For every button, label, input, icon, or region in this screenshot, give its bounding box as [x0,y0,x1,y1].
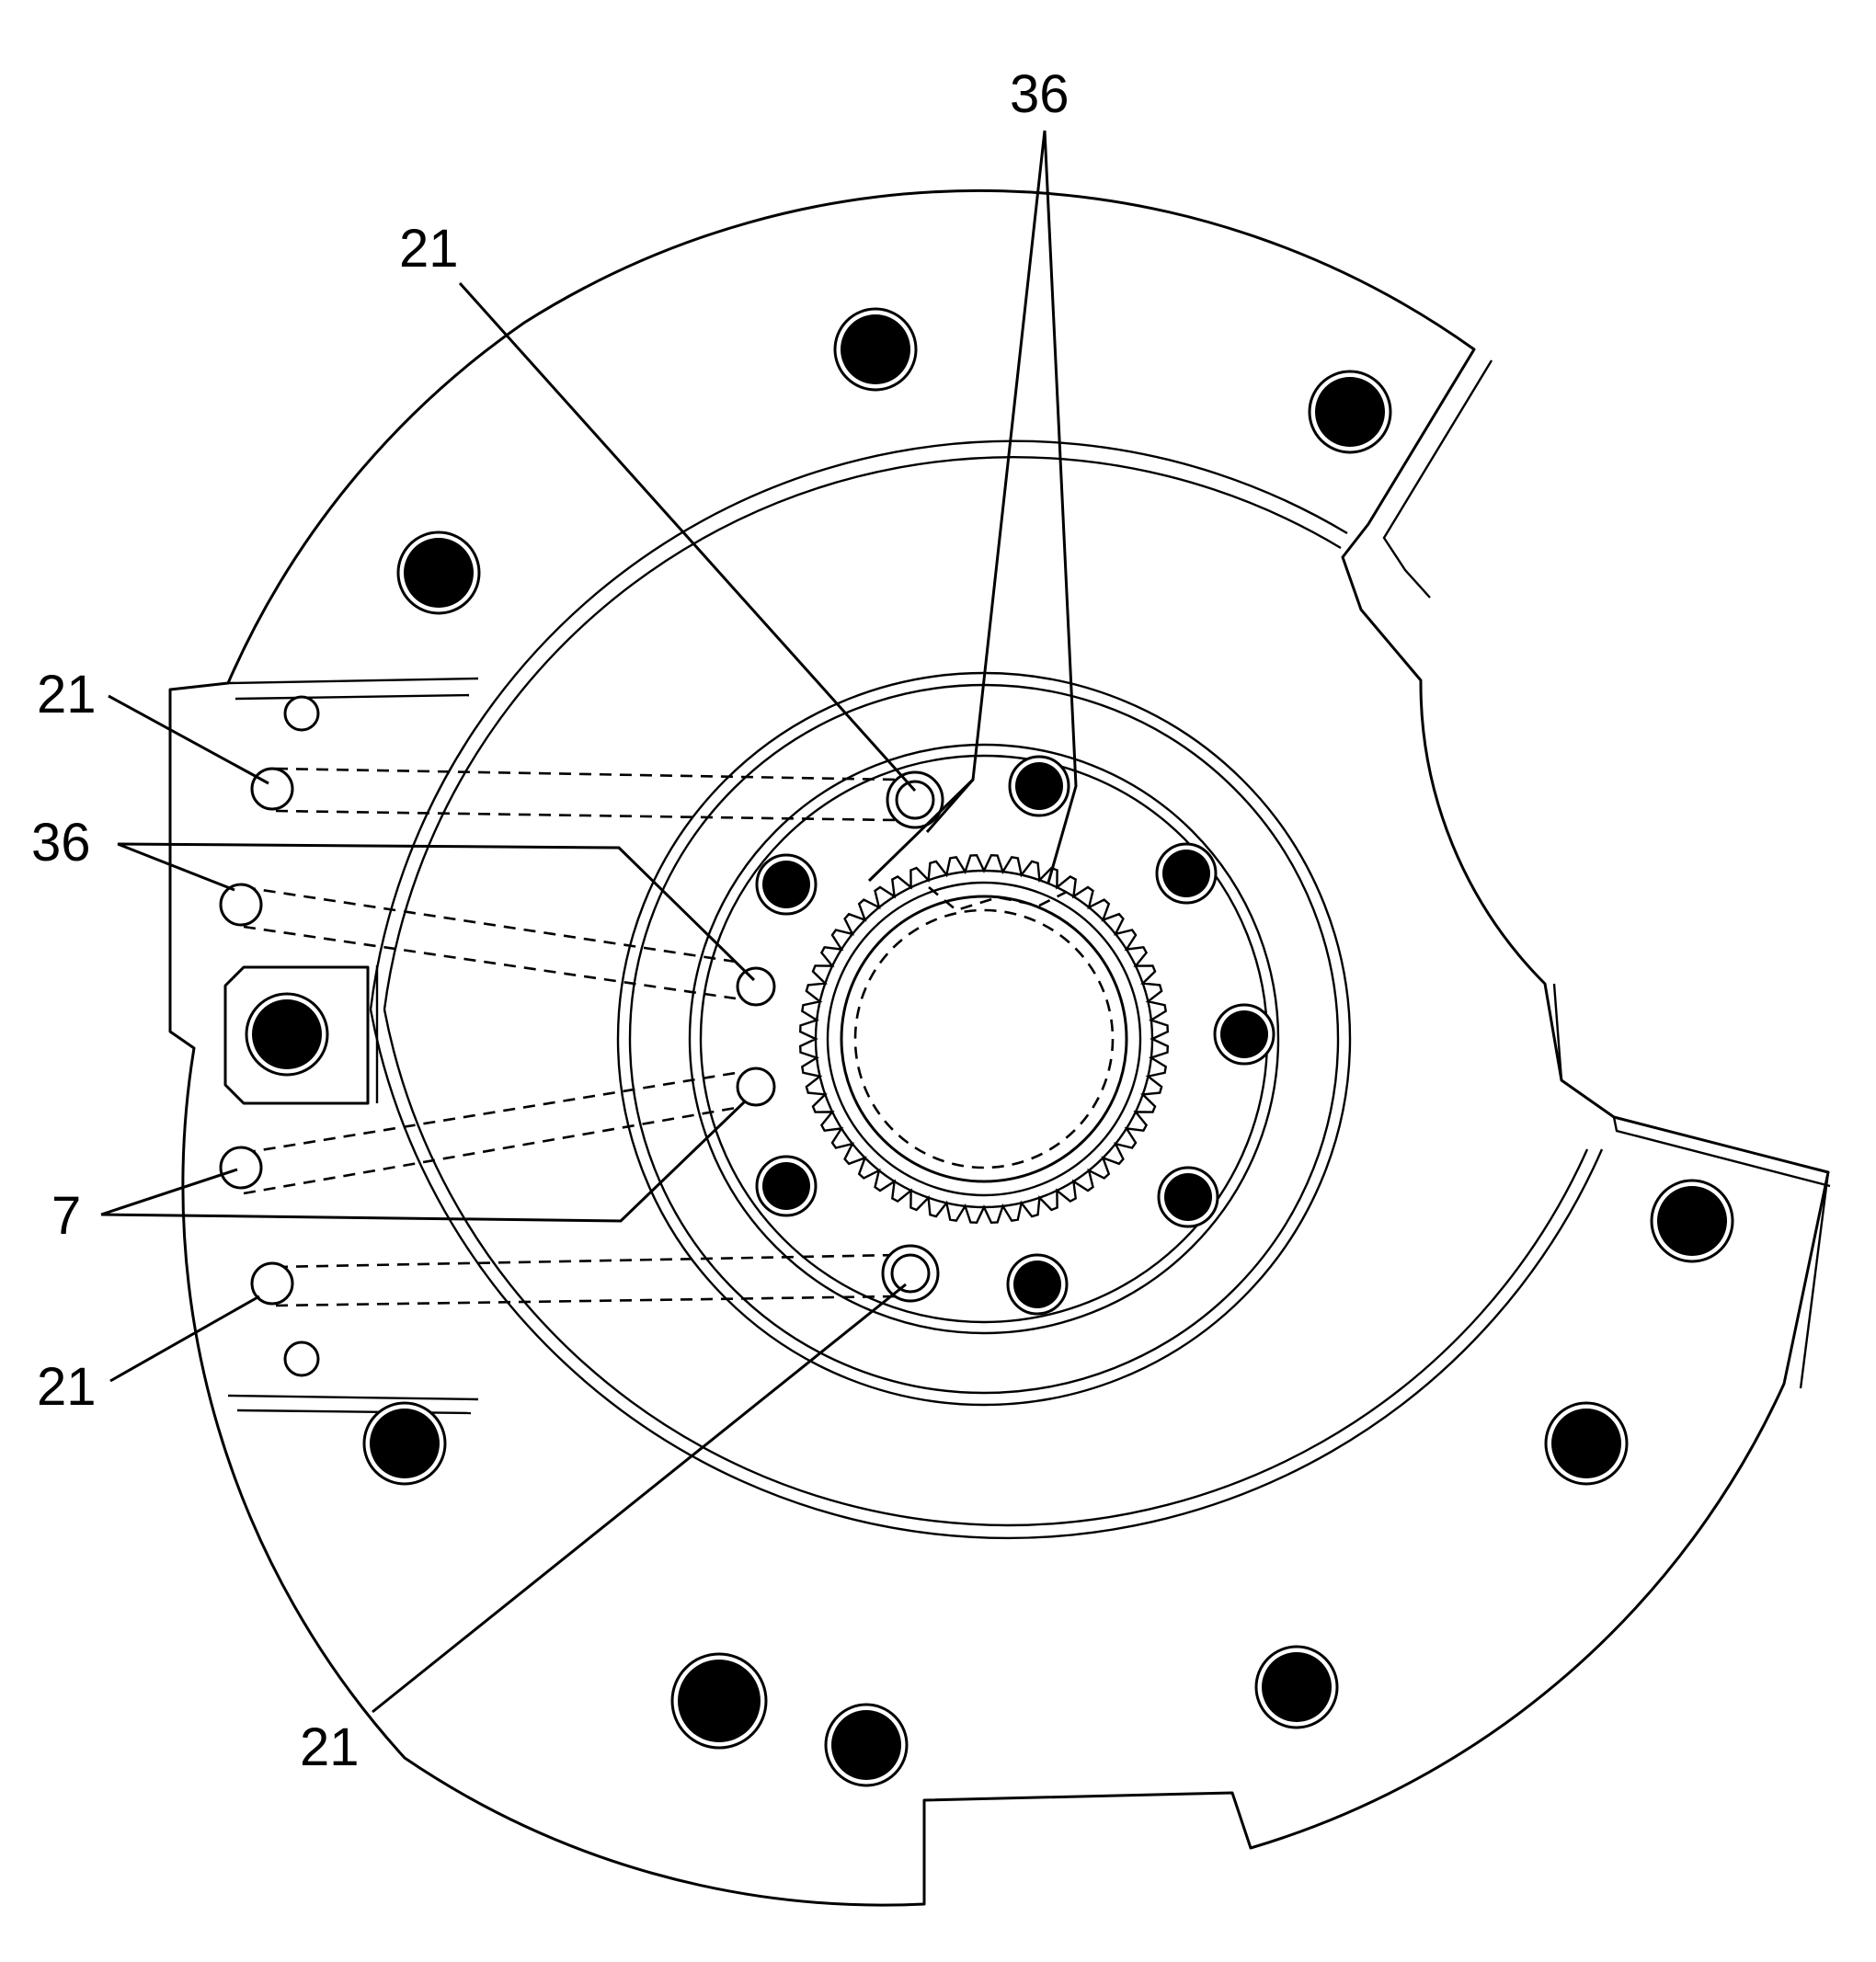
bolt-hole [678,1660,761,1742]
bolt-hole [1657,1186,1727,1256]
bolt-hole [1551,1409,1621,1478]
leader-36-left-a [117,842,756,982]
bolt-hole [1013,1260,1061,1308]
callout-21-left-upper: 21 [37,665,97,724]
internal-passages [243,767,1068,1307]
bolt-hole [831,1710,901,1780]
bolt-hole [404,538,474,608]
gear-teeth [798,853,1170,1225]
port-hole [283,1340,320,1377]
ports [219,695,944,1377]
bolt-hole [841,314,910,384]
port-hole [250,767,294,811]
inner-recess [369,439,1604,1540]
bolt-hole [762,1162,810,1210]
bolt-hole [1262,1652,1332,1722]
port-hole [283,695,320,732]
port-hole [250,1261,294,1306]
leader-7-left-a [100,1100,747,1223]
bolt-hole [762,861,810,908]
leader-36-top-c [867,778,975,883]
port-hole [736,1067,776,1107]
bolt-hole [1015,762,1063,810]
bolt-hole [1315,377,1385,447]
leader-lines [100,130,1078,1714]
callout-36-left: 36 [31,813,91,873]
leader-21-top [458,281,917,793]
bolt-hole [1164,1173,1212,1221]
callout-21-left-lower: 21 [37,1357,97,1417]
hub-port-inner [890,1253,931,1294]
bolt-hole [252,999,322,1069]
port-hole [219,883,263,927]
callout-21-top: 21 [399,219,459,279]
port-hole [219,1146,263,1190]
leader-36-left-b [117,842,235,892]
leader-21-bottom [372,1283,907,1714]
callout-36-top: 36 [1010,64,1070,124]
outer-flange [168,188,1831,1907]
gear-tooth-profile [798,853,1170,1225]
callout-labels: 36 21 21 36 7 21 21 [31,64,1070,1777]
leader-21-left-lower [109,1295,260,1383]
callout-7-left: 7 [51,1186,81,1246]
bolt-hole [1220,1010,1268,1058]
port-hole [736,966,776,1007]
leader-36-top-a [925,130,1047,833]
leader-7-left-b [100,1168,238,1216]
left-mount-plate [223,677,479,1415]
hub-assembly [616,671,1352,1407]
bolt-holes [245,307,1734,1787]
bolt-hole [1162,850,1210,897]
hub-port-inner [895,780,935,820]
bolt-hole [370,1409,440,1478]
leader-36-top-b [1043,130,1078,884]
leader-21-left-upper [108,694,269,785]
gear-bore [840,895,1128,1183]
callout-21-bottom: 21 [300,1717,360,1777]
